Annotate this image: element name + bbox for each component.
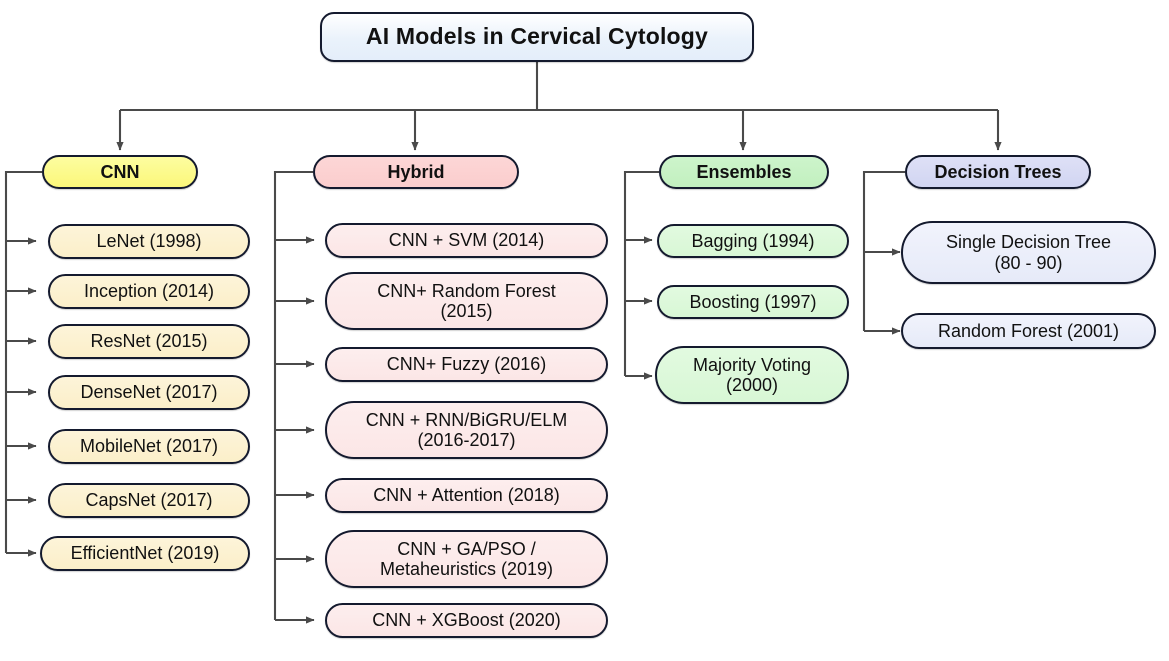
leaf-node-efficientnet[interactable]: EfficientNet (2019) <box>40 536 250 571</box>
category-label-ensembles: Ensembles <box>696 161 792 182</box>
leaf-node-cnn-fuzzy[interactable]: CNN+ Fuzzy (2016) <box>325 347 608 382</box>
leaf-label: CNN + Attention (2018) <box>373 485 560 506</box>
category-node-cnn[interactable]: CNN <box>42 155 198 189</box>
leaf-node-majority-voting[interactable]: Majority Voting (2000) <box>655 346 849 404</box>
leaf-label: CNN+ Fuzzy (2016) <box>386 354 547 375</box>
root-node-ai-models[interactable]: AI Models in Cervical Cytology <box>320 12 754 62</box>
category-label-hybrid: Hybrid <box>387 161 445 182</box>
leaf-node-cnn-svm[interactable]: CNN + SVM (2014) <box>325 223 608 258</box>
leaf-label: CNN + XGBoost (2020) <box>372 610 561 631</box>
leaf-label: Majority Voting (2000) <box>692 354 812 395</box>
leaf-label: CNN + RNN/BiGRU/ELM (2016-2017) <box>365 409 568 450</box>
root-node-label: AI Models in Cervical Cytology <box>365 23 709 50</box>
leaf-label: CapsNet (2017) <box>85 490 213 511</box>
leaf-label: CNN + GA/PSO / Metaheuristics (2019) <box>379 538 554 579</box>
leaf-label: CNN + SVM (2014) <box>388 230 545 251</box>
leaf-label: MobileNet (2017) <box>79 436 219 457</box>
leaf-node-cnn-rnn-bigru-elm[interactable]: CNN + RNN/BiGRU/ELM (2016-2017) <box>325 401 608 459</box>
leaf-node-lenet[interactable]: LeNet (1998) <box>48 224 250 259</box>
leaf-node-bagging[interactable]: Bagging (1994) <box>657 224 849 258</box>
leaf-label: Bagging (1994) <box>691 230 815 251</box>
leaf-node-inception[interactable]: Inception (2014) <box>48 274 250 309</box>
leaf-node-random-forest[interactable]: Random Forest (2001) <box>901 313 1156 349</box>
leaf-node-cnn-xgboost[interactable]: CNN + XGBoost (2020) <box>325 603 608 638</box>
leaf-node-cnn-random-forest[interactable]: CNN+ Random Forest (2015) <box>325 272 608 330</box>
category-node-decision-trees[interactable]: Decision Trees <box>905 155 1091 189</box>
category-label-cnn: CNN <box>100 161 140 182</box>
leaf-node-capsnet[interactable]: CapsNet (2017) <box>48 483 250 518</box>
leaf-label: CNN+ Random Forest (2015) <box>377 280 556 321</box>
leaf-node-single-decision-tree[interactable]: Single Decision Tree (80 - 90) <box>901 221 1156 284</box>
leaf-label: ResNet (2015) <box>90 331 208 352</box>
category-label-decision-trees: Decision Trees <box>934 161 1062 182</box>
leaf-label: EfficientNet (2019) <box>70 543 220 564</box>
leaf-label: LeNet (1998) <box>96 231 202 252</box>
leaf-label: Single Decision Tree (80 - 90) <box>945 232 1112 273</box>
leaf-node-cnn-ga-pso[interactable]: CNN + GA/PSO / Metaheuristics (2019) <box>325 530 608 588</box>
category-node-ensembles[interactable]: Ensembles <box>659 155 829 189</box>
leaf-node-cnn-attention[interactable]: CNN + Attention (2018) <box>325 478 608 513</box>
leaf-node-mobilenet[interactable]: MobileNet (2017) <box>48 429 250 464</box>
leaf-node-densenet[interactable]: DenseNet (2017) <box>48 375 250 410</box>
leaf-label: Random Forest (2001) <box>937 320 1120 341</box>
leaf-node-resnet[interactable]: ResNet (2015) <box>48 324 250 359</box>
leaf-node-boosting[interactable]: Boosting (1997) <box>657 285 849 319</box>
leaf-label: Boosting (1997) <box>689 291 817 312</box>
category-node-hybrid[interactable]: Hybrid <box>313 155 519 189</box>
leaf-label: Inception (2014) <box>83 281 215 302</box>
leaf-label: DenseNet (2017) <box>80 382 218 403</box>
